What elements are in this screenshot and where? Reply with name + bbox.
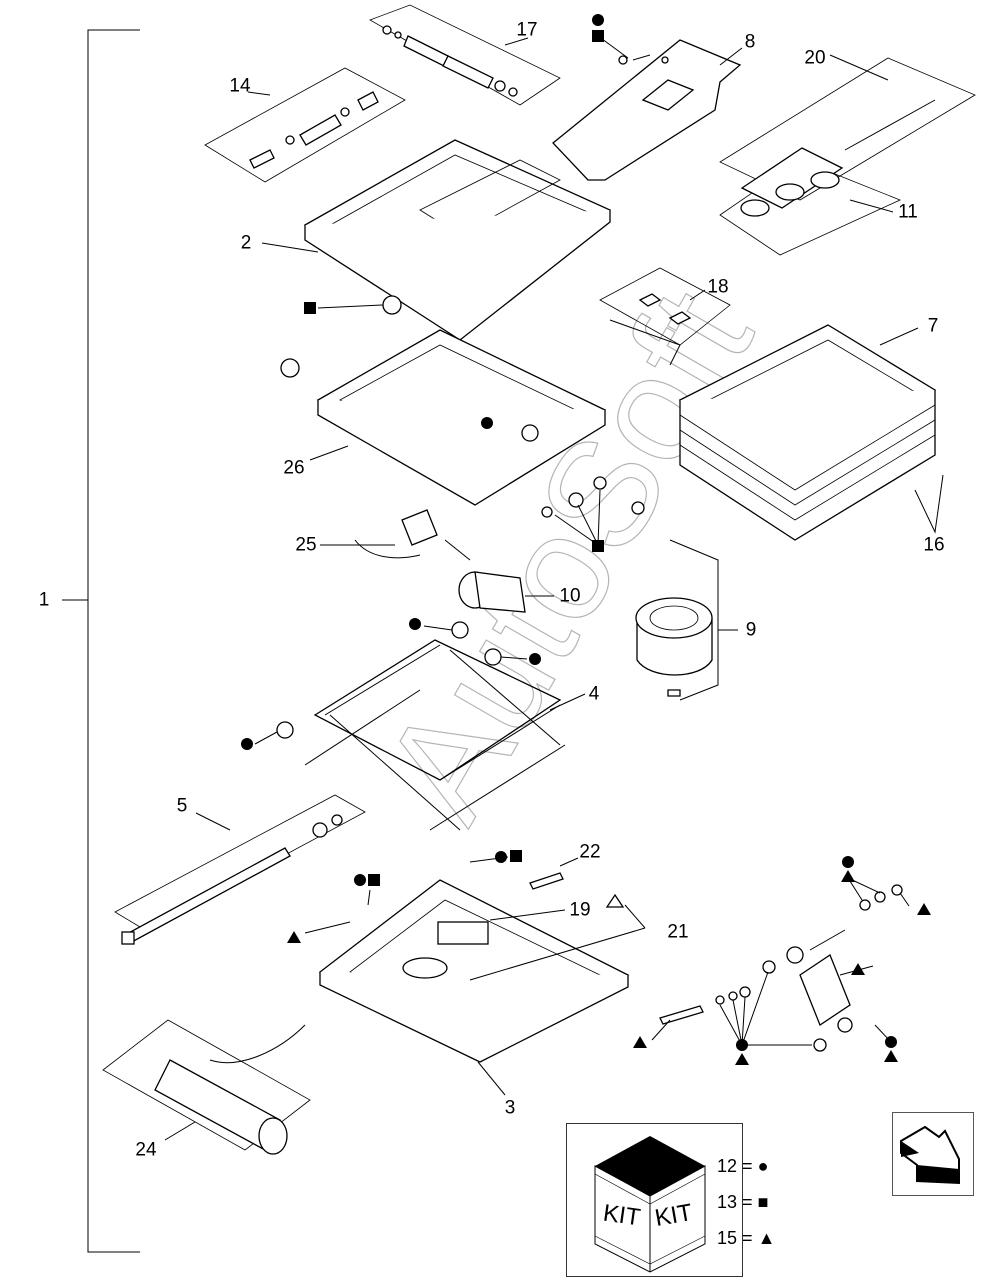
part-5-shaft — [114, 794, 366, 945]
callout-19: 19 — [569, 899, 591, 921]
part-17-valve-kit — [369, 4, 561, 106]
triangle-symbol — [917, 903, 931, 915]
kit-box-icon — [594, 1136, 706, 1273]
circle-symbol — [885, 1036, 897, 1048]
callout-11: 11 — [898, 201, 918, 223]
legend-row-12: 12 = ● — [717, 1156, 768, 1177]
callout-1: 1 — [38, 589, 50, 611]
part-4-scissor-mechanism — [254, 621, 586, 831]
callout-3: 3 — [504, 1097, 516, 1119]
part-18-switch-kit — [599, 267, 731, 366]
kit-face-left: KIT — [601, 1199, 643, 1232]
callout-25: 25 — [295, 534, 317, 556]
triangle-symbol — [851, 963, 865, 975]
callout-26: 26 — [283, 457, 305, 479]
triangle-symbol — [633, 1036, 647, 1048]
callout-20: 20 — [804, 47, 826, 69]
legend-row-15: 15 = ▲ — [717, 1228, 775, 1249]
assembly-bracket — [62, 29, 140, 1253]
part-14-valve-kit — [204, 67, 406, 183]
part-26-middle-frame — [309, 329, 607, 506]
callout-22: 22 — [579, 841, 601, 863]
callout-24: 24 — [135, 1139, 157, 1161]
square-icon: ■ — [757, 1192, 769, 1212]
part-25-wiring-valve — [320, 509, 471, 561]
triangle-symbol — [841, 870, 855, 882]
circle-symbol — [409, 618, 421, 630]
callout-17: 17 — [516, 19, 538, 41]
legend-label: 15 = — [717, 1228, 753, 1248]
callout-10: 10 — [559, 585, 581, 607]
legend-row-13: 13 = ■ — [717, 1192, 768, 1213]
part-21-22-fittings — [469, 857, 646, 981]
part-8-bracket — [552, 39, 743, 181]
part-7-bellows — [678, 324, 944, 541]
circle-symbol — [495, 851, 507, 863]
callout-16: 16 — [923, 534, 945, 556]
part-24-cylinder — [102, 1019, 311, 1155]
triangle-symbol — [884, 1050, 898, 1062]
square-symbol — [510, 850, 522, 862]
triangle-symbol — [287, 931, 301, 943]
bushings — [280, 295, 402, 378]
callout-7: 7 — [927, 315, 939, 337]
legend-label: 13 = — [717, 1192, 753, 1212]
square-symbol — [368, 874, 380, 886]
callout-8: 8 — [744, 31, 756, 53]
kit-legend: KIT KIT 12 = ● 13 = ■ 15 = ▲ — [566, 1123, 775, 1277]
circle-symbol — [842, 856, 854, 868]
callout-5: 5 — [176, 795, 188, 817]
circle-symbol — [592, 14, 604, 26]
part-3-base-frame — [318, 879, 630, 1096]
square-symbol — [592, 540, 604, 552]
circle-symbol — [354, 874, 366, 886]
square-symbol — [304, 302, 316, 314]
callout-2: 2 — [240, 232, 252, 254]
next-page-arrow-icon — [900, 1125, 960, 1185]
triangle-icon: ▲ — [757, 1228, 776, 1248]
triangle-symbol — [735, 1053, 749, 1065]
legend-label: 12 = — [717, 1156, 753, 1176]
part-20-11-handle-kit — [719, 54, 976, 256]
shock-absorber-group — [304, 35, 910, 1052]
part-9-air-spring — [541, 476, 738, 701]
circle-symbol — [241, 738, 253, 750]
kit-symbols — [241, 14, 931, 1065]
callout-21: 21 — [667, 921, 689, 943]
callout-18: 18 — [707, 276, 729, 298]
part-10-compressor — [458, 571, 554, 613]
square-symbol — [592, 30, 604, 42]
callout-4: 4 — [588, 683, 600, 705]
circle-symbol — [481, 417, 493, 429]
part-2-upper-frame — [261, 139, 612, 341]
next-page-button[interactable] — [892, 1112, 974, 1196]
circle-icon: ● — [757, 1156, 769, 1176]
callout-14: 14 — [229, 75, 251, 97]
circle-symbol — [736, 1039, 748, 1051]
circle-symbol — [529, 653, 541, 665]
callout-9: 9 — [745, 619, 757, 641]
